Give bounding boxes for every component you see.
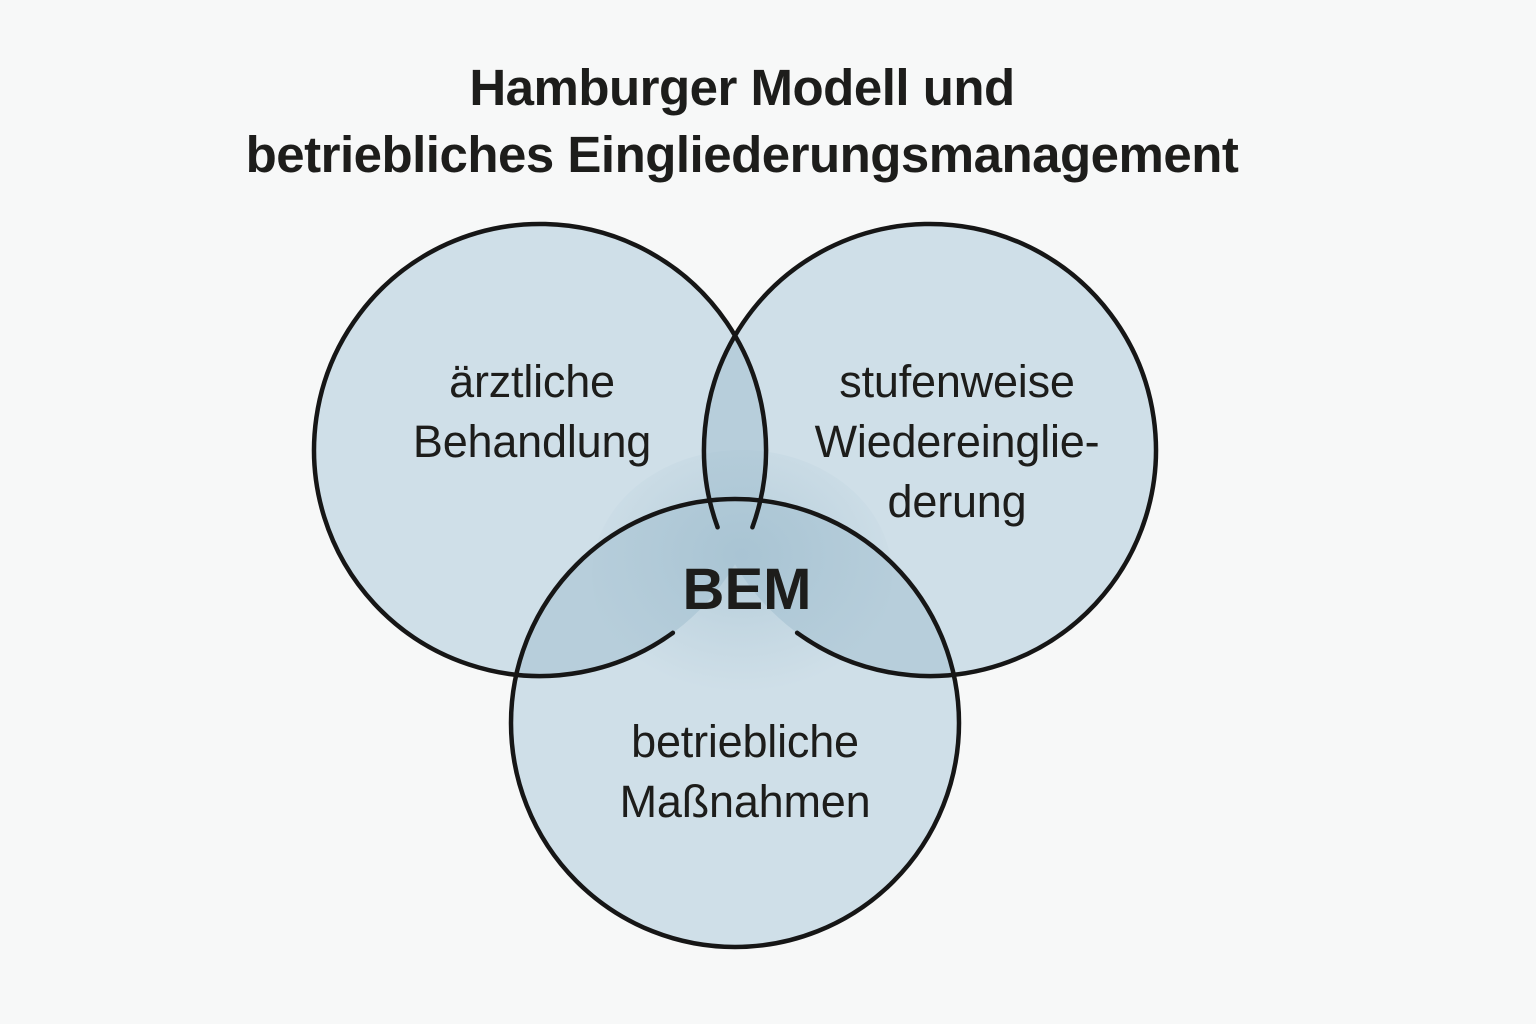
label-stufenweise-wiedereingliederung: stufenweise Wiedereinglie- derung — [815, 352, 1100, 532]
label-line: derung — [887, 476, 1027, 527]
page-title: Hamburger Modell und betriebliches Eingl… — [0, 54, 1484, 188]
label-aerztliche-behandlung: ärztliche Behandlung — [413, 352, 651, 472]
label-line: stufenweise — [839, 356, 1075, 407]
label-line: Wiedereinglie- — [814, 416, 1100, 467]
circle-stufenweise-wiedereingliederung-outline — [701, 221, 1159, 679]
page-title-line-2: betriebliches Eingliederungsmanagement — [245, 126, 1239, 183]
circle-aerztliche-behandlung-outline — [311, 221, 769, 679]
label-line: Behandlung — [412, 416, 652, 467]
label-bem-center: BEM — [682, 557, 812, 622]
label-line: ärztliche — [449, 356, 615, 407]
circle-betriebliche-massnahmen-outline — [508, 496, 962, 950]
page-title-line-1: Hamburger Modell und — [469, 59, 1015, 116]
label-betriebliche-massnahmen: betriebliche Maßnahmen — [620, 712, 871, 832]
label-line: Maßnahmen — [619, 776, 871, 827]
label-line: betriebliche — [631, 716, 859, 767]
